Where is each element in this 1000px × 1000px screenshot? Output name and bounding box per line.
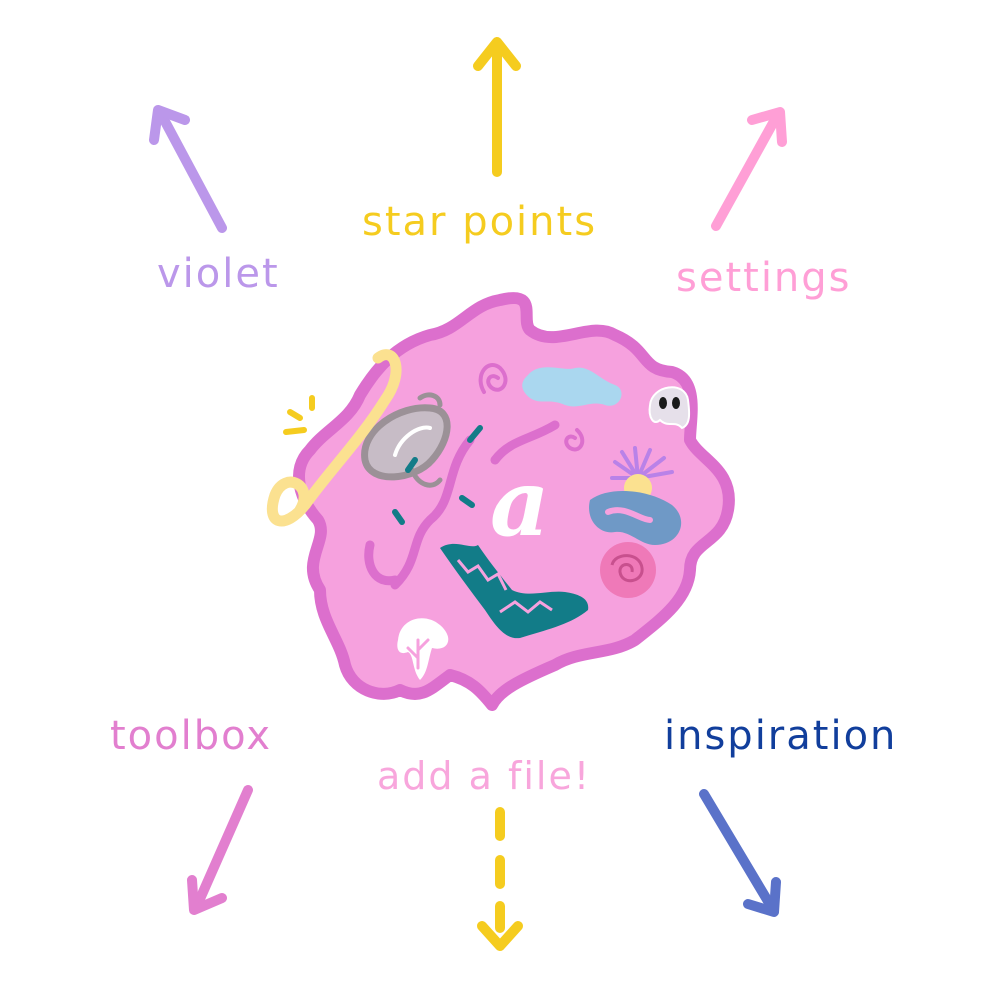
- arrow-down-left-toolbox[interactable]: [187, 785, 253, 915]
- add-file-button[interactable]: add a file!: [377, 754, 592, 798]
- arrow-up-left-violet[interactable]: [149, 105, 227, 233]
- inspiration-button[interactable]: inspiration: [664, 713, 898, 759]
- toolbox-button[interactable]: toolbox: [110, 713, 273, 759]
- arrow-down-add-file[interactable]: [477, 807, 523, 951]
- arrow-up-right-settings[interactable]: [711, 107, 787, 231]
- star-points-button[interactable]: star points: [362, 199, 598, 245]
- doodle-blob-icon[interactable]: a: [266, 292, 735, 711]
- center-glyph: a: [490, 449, 550, 557]
- violet-button[interactable]: violet: [157, 251, 280, 297]
- arrow-up-star-points[interactable]: [473, 37, 521, 177]
- arrow-down-right-inspiration[interactable]: [699, 789, 781, 917]
- settings-button[interactable]: settings: [676, 255, 852, 301]
